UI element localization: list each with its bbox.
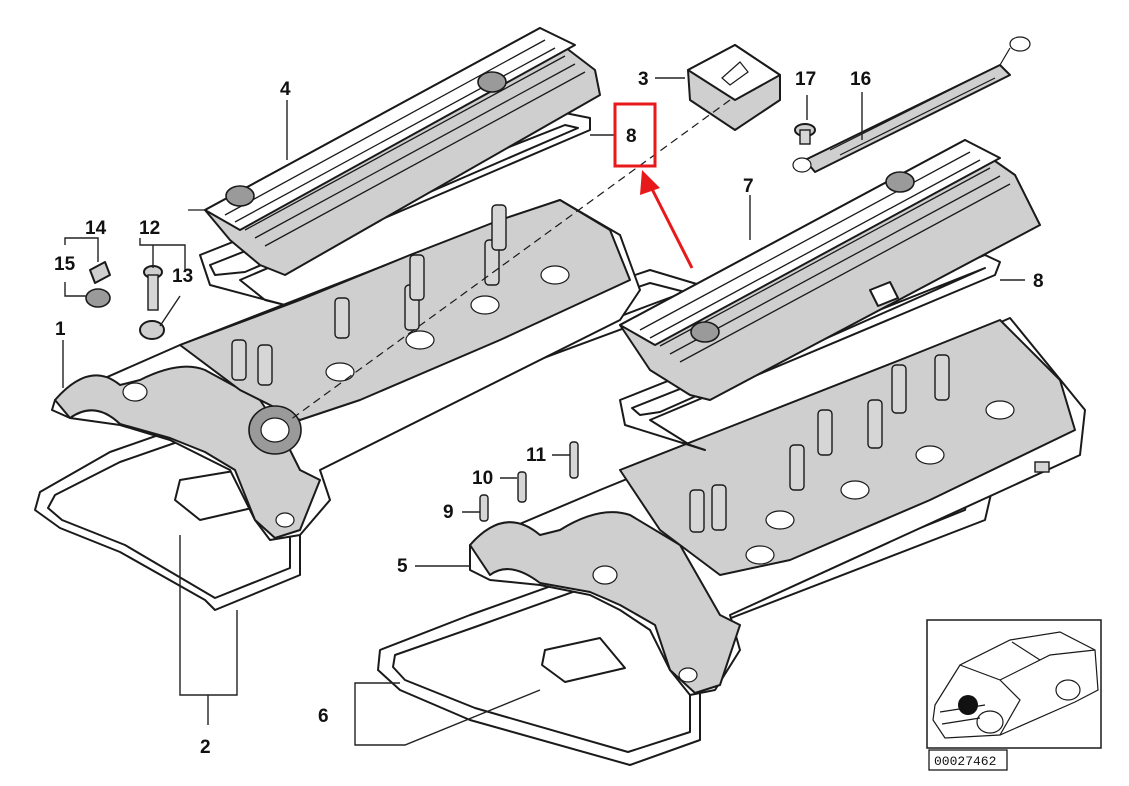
callout-2: 2 (200, 737, 211, 758)
callout-10: 10 (472, 468, 493, 489)
callout-3: 3 (638, 69, 649, 90)
oil-filler-cap (687, 44, 781, 131)
reference-number: 00027462 (934, 754, 996, 769)
callout-8-top: 8 (626, 126, 637, 147)
callout-9: 9 (443, 502, 454, 523)
callout-11: 11 (526, 445, 547, 466)
vehicle-locator-inset (926, 619, 1102, 749)
callout-7: 7 (743, 176, 754, 197)
callout-17: 17 (795, 69, 816, 90)
highlight-box (613, 102, 657, 168)
callout-15: 15 (54, 254, 76, 275)
top-cover-left (188, 27, 601, 276)
callout-14: 14 (85, 218, 107, 239)
callout-6: 6 (318, 706, 329, 727)
leader-lines (62, 77, 1025, 746)
bolt-17 (794, 123, 816, 145)
valve-cover-left (51, 199, 641, 541)
hardware-left (85, 261, 165, 340)
callout-12: 12 (139, 218, 160, 239)
callout-8-right: 8 (1033, 271, 1044, 292)
location-marker (958, 695, 978, 715)
callout-16: 16 (850, 69, 871, 90)
reference-number-box (928, 749, 1008, 771)
studs (479, 441, 579, 522)
callout-13: 13 (172, 266, 193, 287)
callout-1: 1 (55, 319, 66, 340)
highlight-arrow-head (640, 170, 660, 195)
highlight-arrow-shaft (648, 184, 694, 269)
ground-strap (792, 36, 1031, 173)
valve-cover-right (469, 317, 1086, 696)
callout-4: 4 (280, 79, 291, 100)
callout-5: 5 (397, 556, 408, 577)
top-cover-right (619, 139, 1041, 401)
